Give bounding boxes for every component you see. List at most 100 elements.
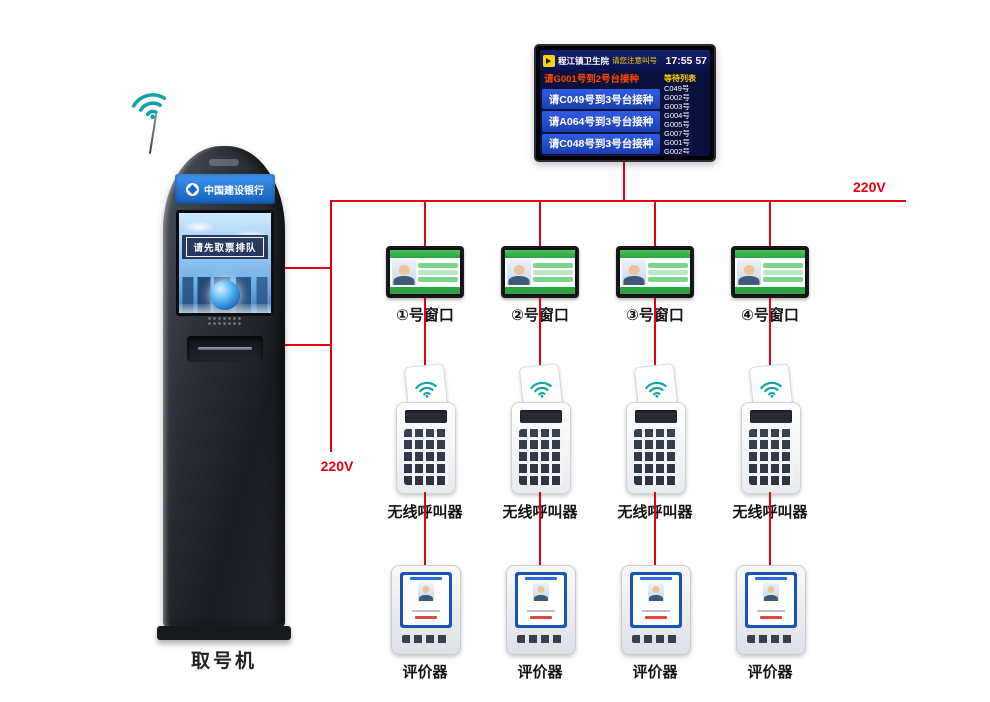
evaluator-buttons[interactable] (747, 635, 795, 643)
screen-header-bar (505, 250, 575, 258)
station-column-3: ③号窗口 无线呼叫器 (610, 200, 700, 682)
caller-keypad[interactable] (404, 429, 448, 485)
card-text-line (412, 610, 440, 612)
evaluator-label: 评价器 (632, 664, 678, 681)
wire-window-drop (654, 200, 656, 246)
caller-keypad[interactable] (634, 429, 678, 485)
wireless-caller (511, 402, 571, 494)
evaluator-buttons[interactable] (517, 635, 565, 643)
call-list-lines (648, 260, 688, 285)
staff-photo (622, 260, 646, 285)
person-photo (763, 583, 779, 601)
wifi-card (633, 363, 679, 411)
person-photo (533, 583, 549, 601)
evaluator-card (518, 575, 564, 625)
wire-evaluator-drop (769, 492, 771, 565)
speaker-grill (207, 316, 241, 326)
evaluator-device (621, 565, 691, 655)
call-row: 请C049号到3号台接种 (542, 89, 660, 110)
evaluator-screen (630, 572, 682, 628)
screen-footer-bar (735, 287, 805, 294)
main-hall-display: 程江镇卫生院 请您注意叫号 17:55 57 请G001号到2号台接种 请C04… (534, 44, 716, 162)
wait-list-item: G003号 (664, 102, 690, 111)
wifi-card (403, 363, 449, 411)
staff-photo (737, 260, 761, 285)
card-red-line (529, 616, 553, 619)
call-list-lines (763, 260, 803, 285)
marquee-call: 请G001号到2号台接种 (544, 74, 640, 85)
evaluator-screen (400, 572, 452, 628)
power-label-left: 220V (320, 458, 354, 474)
wait-list-item: C049号 (664, 84, 690, 93)
card-red-line (644, 616, 668, 619)
wireless-caller (626, 402, 686, 494)
wait-list-item: G004号 (664, 111, 690, 120)
card-text-line (527, 610, 555, 612)
ticket-kiosk: 中国建设银行 请先取票排队 (163, 146, 285, 628)
caller-screen (405, 410, 447, 423)
call-list-lines (418, 260, 458, 285)
window-screen (505, 250, 575, 294)
wire-evaluator-drop (539, 492, 541, 565)
wire-kiosk-trunk (330, 200, 332, 452)
caller-keypad[interactable] (749, 429, 793, 485)
evaluator-card (748, 575, 794, 625)
wire-power-bus (330, 200, 906, 202)
megaphone-icon (543, 54, 555, 67)
screen-footer-bar (390, 287, 460, 294)
evaluator-screen (515, 572, 567, 628)
screen-footer-bar (620, 287, 690, 294)
evaluator-label: 评价器 (402, 664, 448, 681)
station-column-1: ①号窗口 无线呼叫器 (380, 200, 470, 682)
evaluator-buttons[interactable] (632, 635, 680, 643)
kiosk-brand-badge (209, 159, 239, 166)
wifi-card (748, 363, 794, 411)
wire-kiosk-stub-lower (284, 344, 332, 346)
evaluator-card (633, 575, 679, 625)
wire-display-drop (623, 162, 625, 202)
window-screen (620, 250, 690, 294)
wifi-card (518, 363, 564, 411)
kiosk-touchscreen[interactable]: 请先取票排队 (176, 210, 274, 316)
station-column-2: ②号窗口 无线呼叫器 (495, 200, 585, 682)
clock-time: 17:55 57 (665, 54, 707, 67)
wire-caller-drop (539, 298, 541, 368)
call-list-lines (533, 260, 573, 285)
call-row: 请A064号到3号台接种 (542, 111, 660, 132)
wifi-icon (415, 381, 437, 398)
take-ticket-text: 请先取票排队 (186, 237, 264, 257)
caller-screen (750, 410, 792, 423)
evaluator-buttons[interactable] (402, 635, 450, 643)
screen-header-bar (735, 250, 805, 258)
person-photo (648, 583, 664, 601)
card-title-bar (410, 577, 442, 580)
wire-evaluator-drop (654, 492, 656, 565)
screen-footer-bar (505, 287, 575, 294)
bank-logo-icon (186, 182, 199, 196)
caller-keypad[interactable] (519, 429, 563, 485)
wait-list-item: G002号 (664, 147, 690, 154)
window-display (731, 246, 809, 298)
wifi-icon (530, 381, 552, 398)
wire-evaluator-drop (424, 492, 426, 565)
wire-caller-drop (424, 298, 426, 368)
display-header: 程江镇卫生院 请您注意叫号 17:55 57 (540, 50, 710, 71)
evaluator-label: 评价器 (747, 664, 793, 681)
wire-caller-drop (654, 298, 656, 368)
caller-screen (635, 410, 677, 423)
bank-name: 中国建设银行 (204, 185, 264, 197)
globe-icon (210, 280, 240, 310)
evaluator-card (403, 575, 449, 625)
evaluator-device (506, 565, 576, 655)
window-screen (735, 250, 805, 294)
card-title-bar (525, 577, 557, 580)
wait-list-item: G007号 (664, 129, 690, 138)
evaluator-device (391, 565, 461, 655)
wireless-caller (741, 402, 801, 494)
display-body: 请G001号到2号台接种 请C049号到3号台接种 请A064号到3号台接种 请… (540, 71, 710, 156)
evaluator-label: 评价器 (517, 664, 563, 681)
card-text-line (757, 610, 785, 612)
wire-window-drop (769, 200, 771, 246)
card-red-line (759, 616, 783, 619)
